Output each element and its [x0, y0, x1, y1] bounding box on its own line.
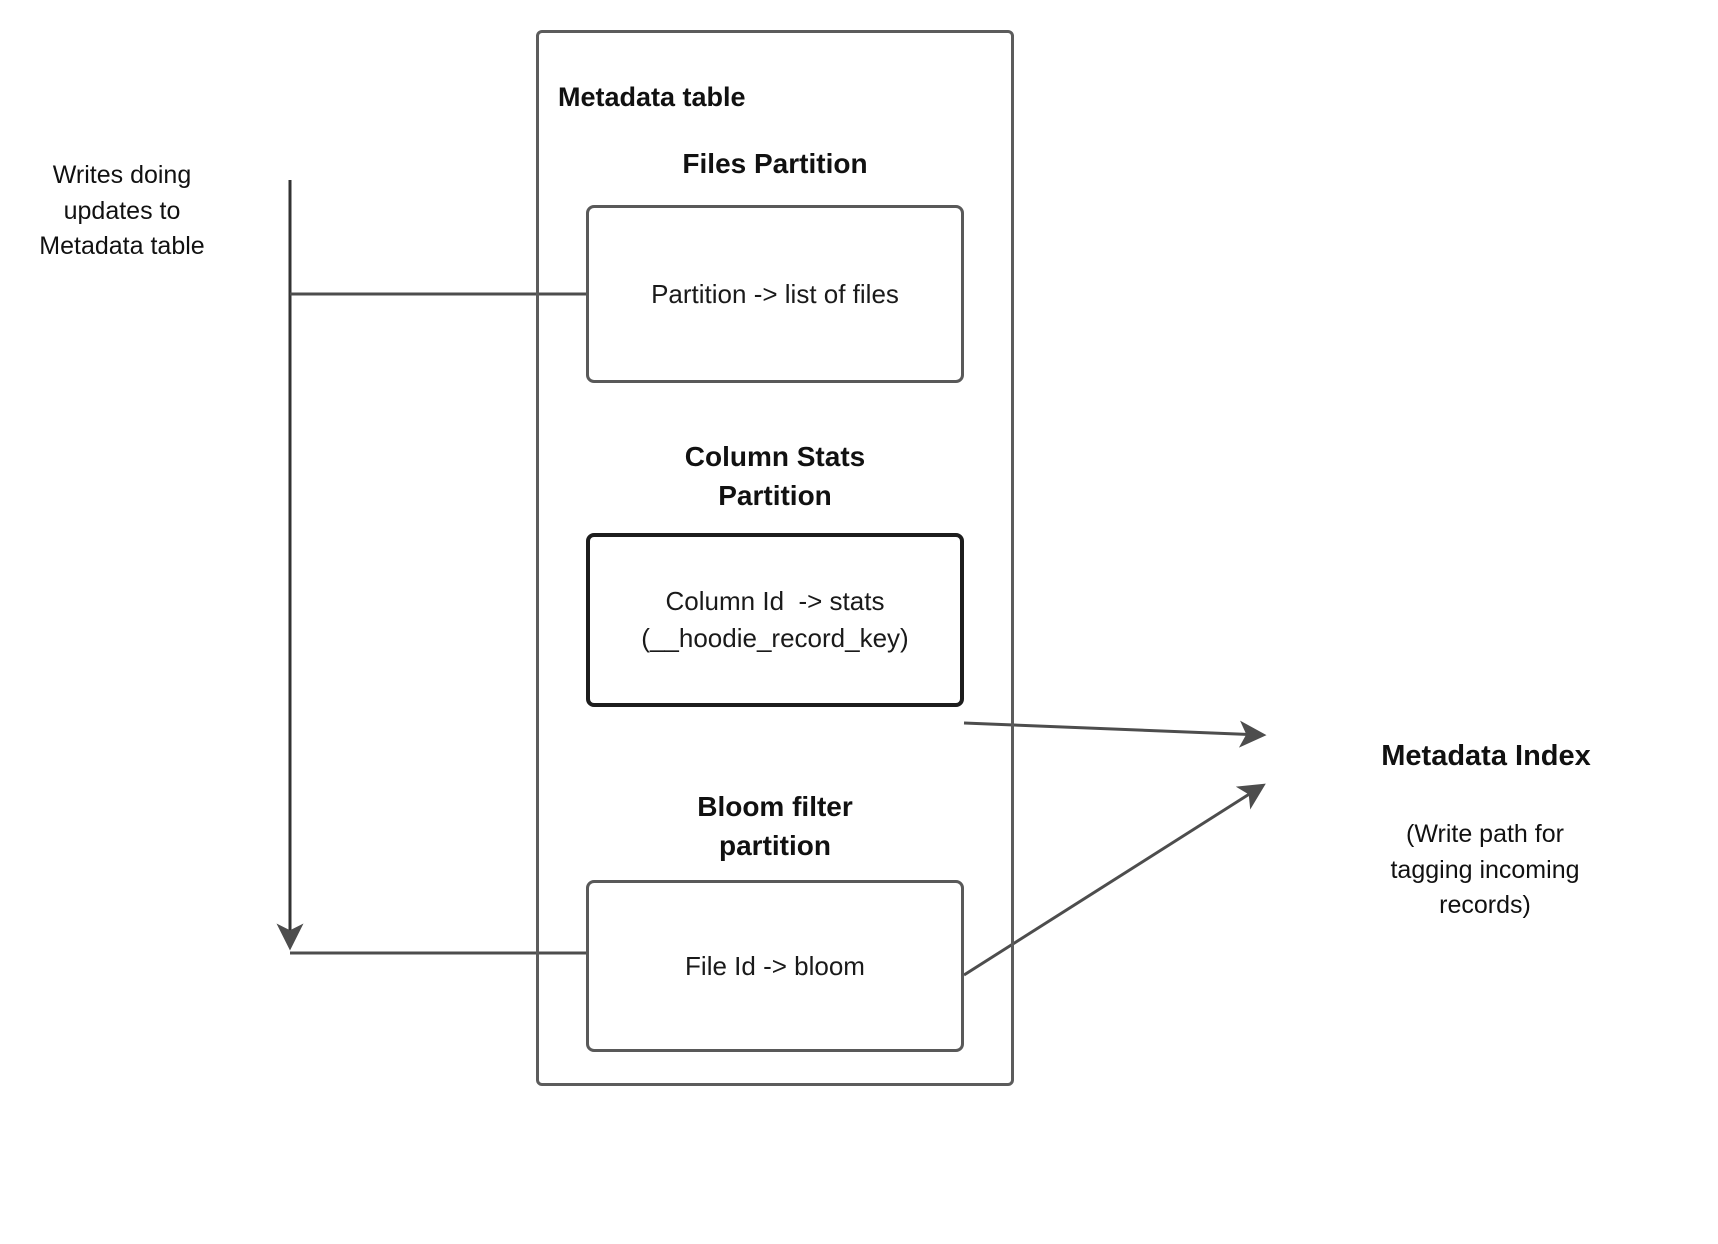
metadata-table-title: Metadata table [558, 82, 746, 112]
files-partition-heading: Files Partition [682, 148, 868, 179]
writes-note-label: Writes doing updates to Metadata table [39, 161, 205, 260]
files-partition-box: Partition -> list of files [586, 205, 964, 383]
metadata-table-container [536, 30, 1014, 1086]
metadata-index-title: Metadata Index [1381, 740, 1591, 772]
column-stats-partition-heading: Column Stats Partition [684, 441, 866, 512]
bloom-filter-partition-box: File Id -> bloom [586, 880, 964, 1052]
bloom-filter-partition-box-text: File Id -> bloom [685, 950, 865, 981]
files-partition-box-text: Partition -> list of files [651, 278, 899, 309]
bloom-filter-partition-heading: Bloom filter partition [697, 791, 853, 862]
metadata-index-subtitle: (Write path for tagging incoming records… [1390, 820, 1580, 919]
column-stats-partition-box: Column Id -> stats (__hoodie_record_key) [586, 533, 964, 707]
column-stats-partition-box-text: Column Id -> stats (__hoodie_record_key) [641, 586, 909, 653]
